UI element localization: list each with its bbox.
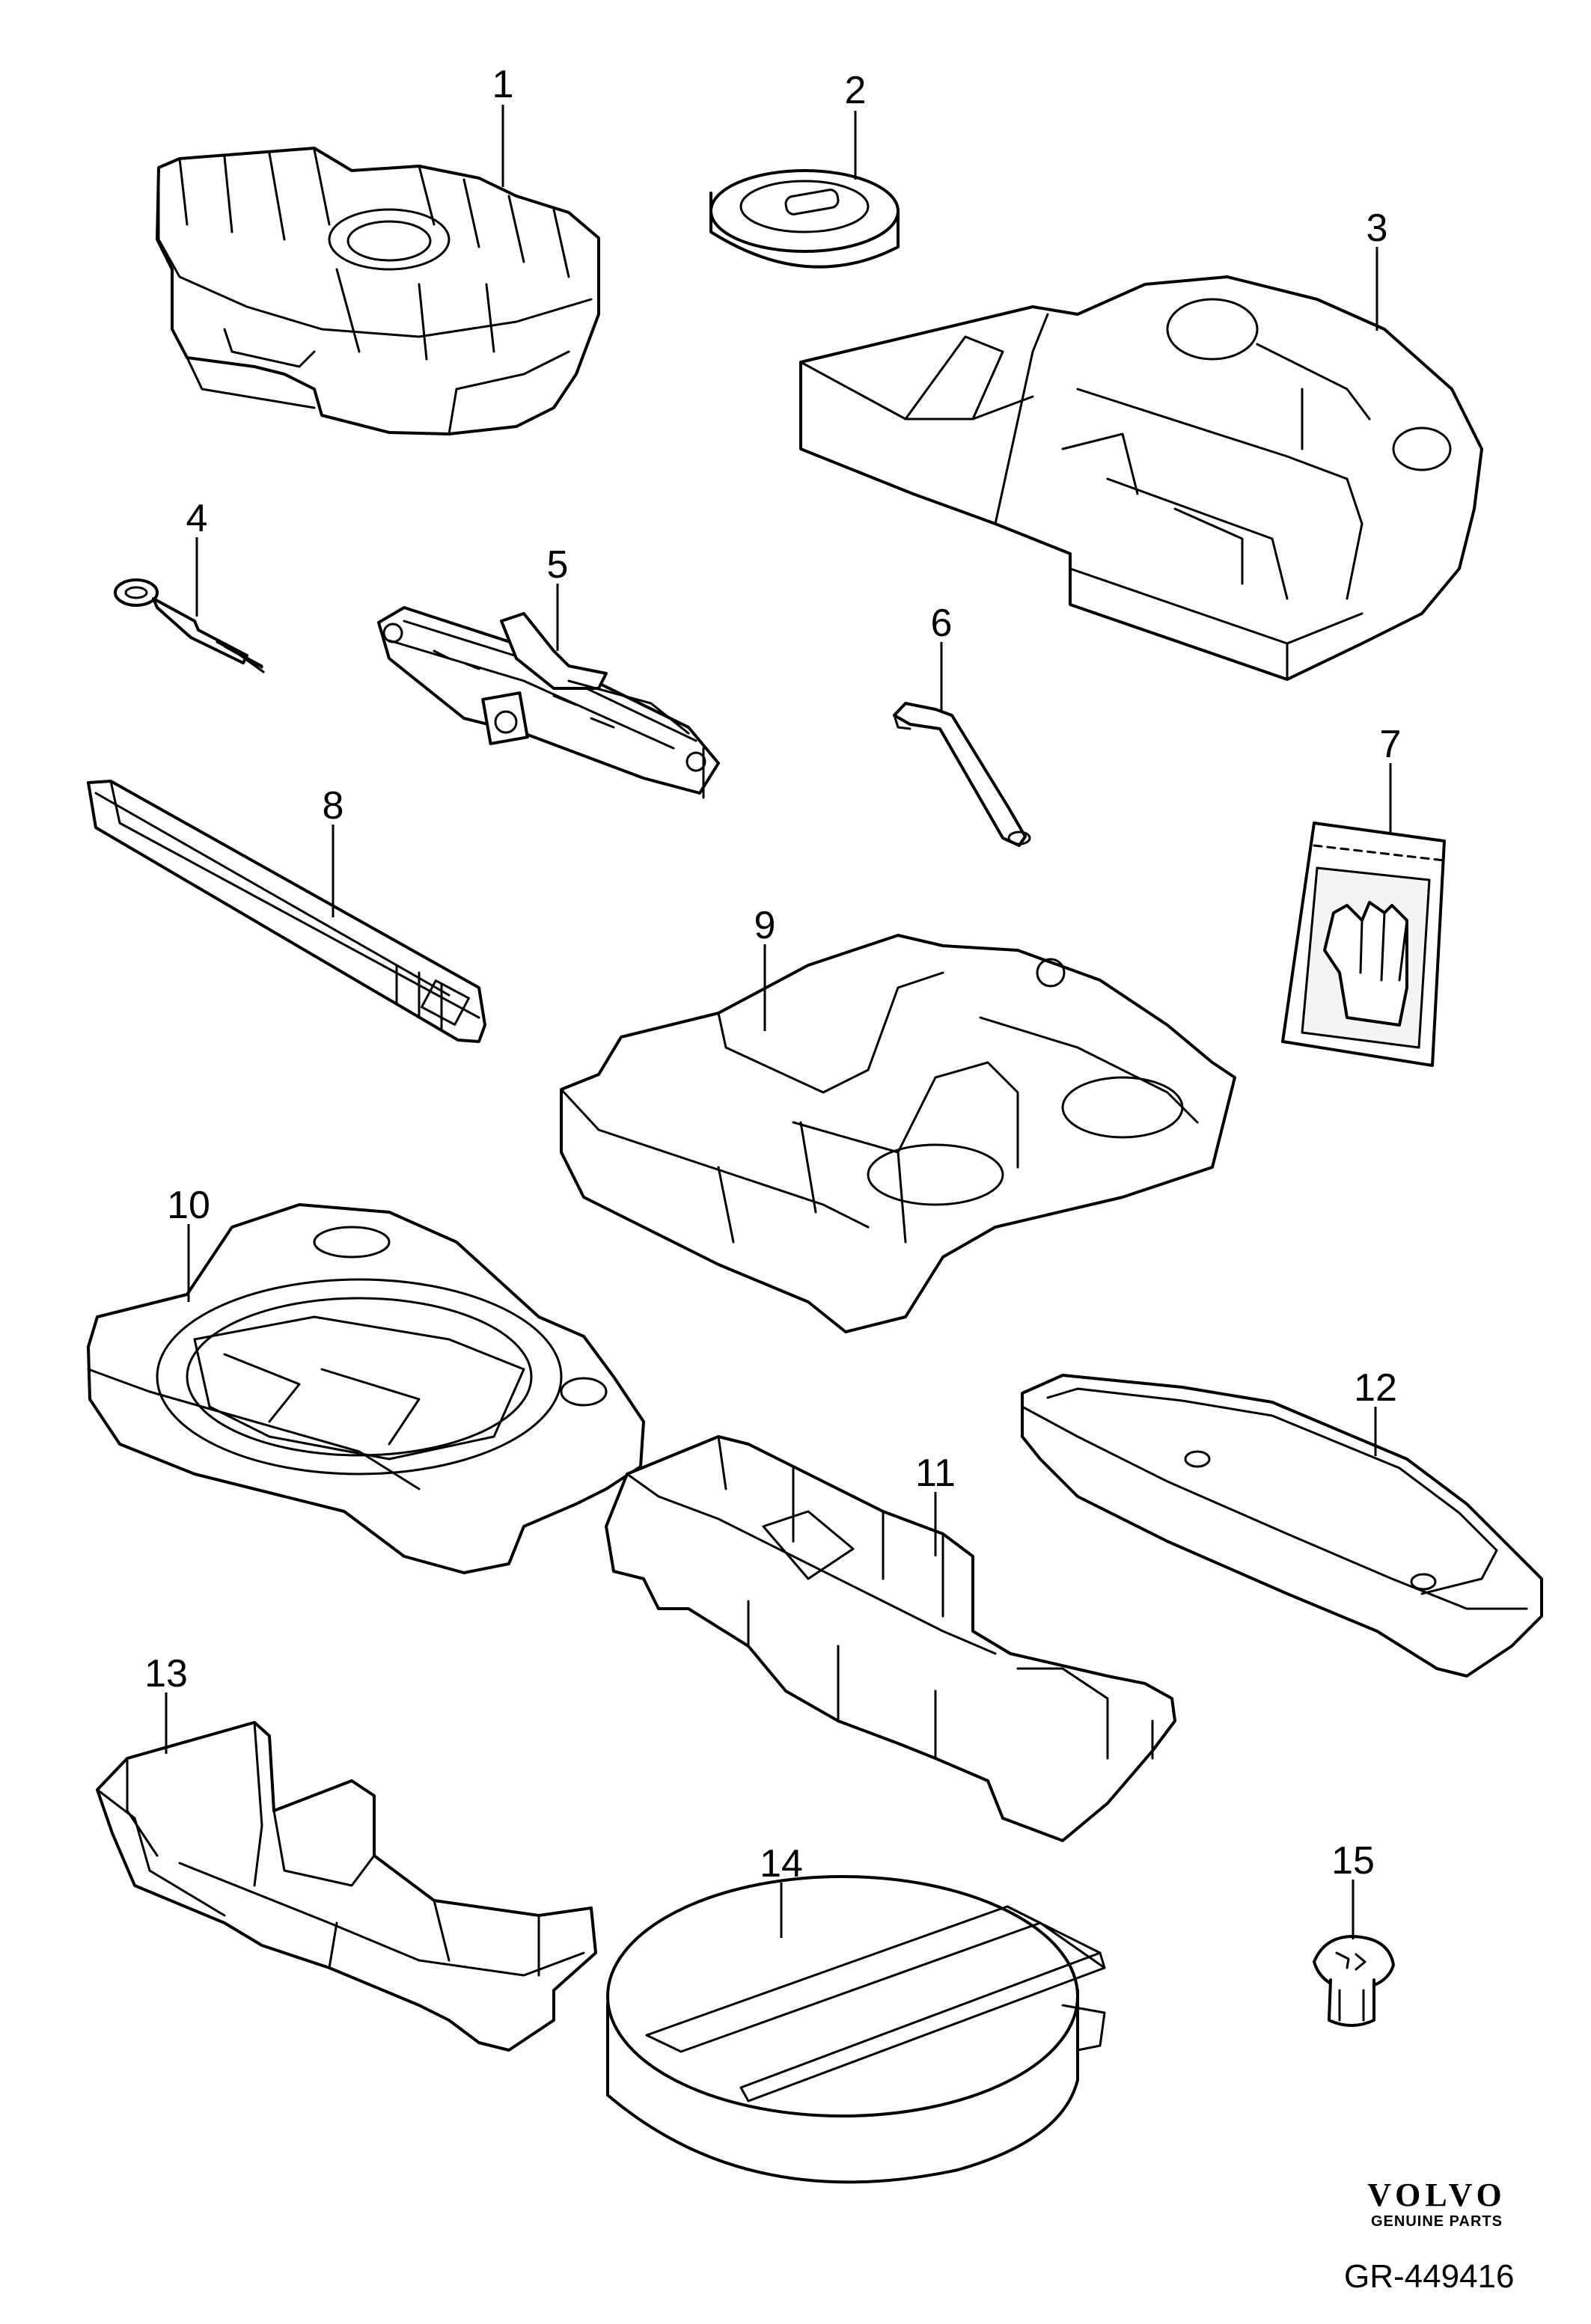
brand-tagline: GENUINE PARTS	[1371, 2213, 1503, 2230]
volvo-genuine-parts-logo: VOLVO GENUINE PARTS	[1340, 2179, 1534, 2231]
part-6-wheel-wrench	[893, 702, 1031, 847]
part-2-round-plug	[709, 169, 900, 269]
part-label-14: 14	[760, 1842, 803, 1886]
part-15-clip	[1313, 1935, 1395, 2027]
part-label-5: 5	[547, 543, 569, 587]
part-label-13: 13	[144, 1652, 188, 1695]
part-14-round-foam-strap	[606, 1875, 1106, 2184]
part-label-6: 6	[931, 602, 953, 645]
part-12-flat-tray	[1021, 1374, 1543, 1678]
part-label-7: 7	[1380, 723, 1402, 766]
part-7-gloves-bag	[1281, 822, 1446, 1067]
part-4-towing-eye	[114, 578, 265, 673]
part-label-9: 9	[754, 904, 776, 947]
part-label-11: 11	[915, 1452, 956, 1495]
part-5-scissor-jack	[377, 606, 720, 799]
part-label-15: 15	[1331, 1839, 1375, 1883]
part-label-4: 4	[186, 497, 208, 540]
part-label-8: 8	[323, 784, 344, 828]
part-label-10: 10	[167, 1184, 210, 1227]
part-8-bar	[87, 780, 486, 1043]
part-3-large-foam-insert	[799, 275, 1483, 681]
part-label-2: 2	[845, 69, 867, 112]
part-9-foam-tray	[560, 934, 1236, 1333]
part-10-round-foam-insert	[87, 1203, 645, 1574]
part-label-12: 12	[1354, 1366, 1397, 1410]
part-label-3: 3	[1366, 207, 1388, 250]
brand-name: VOLVO	[1367, 2177, 1506, 2213]
part-13-box-holder	[96, 1721, 597, 2052]
part-1-foam-tray	[156, 147, 600, 435]
part-label-1: 1	[492, 63, 514, 106]
diagram-reference-number: GR-449416	[1344, 2258, 1515, 2295]
part-11-foam-holder	[605, 1435, 1176, 1842]
